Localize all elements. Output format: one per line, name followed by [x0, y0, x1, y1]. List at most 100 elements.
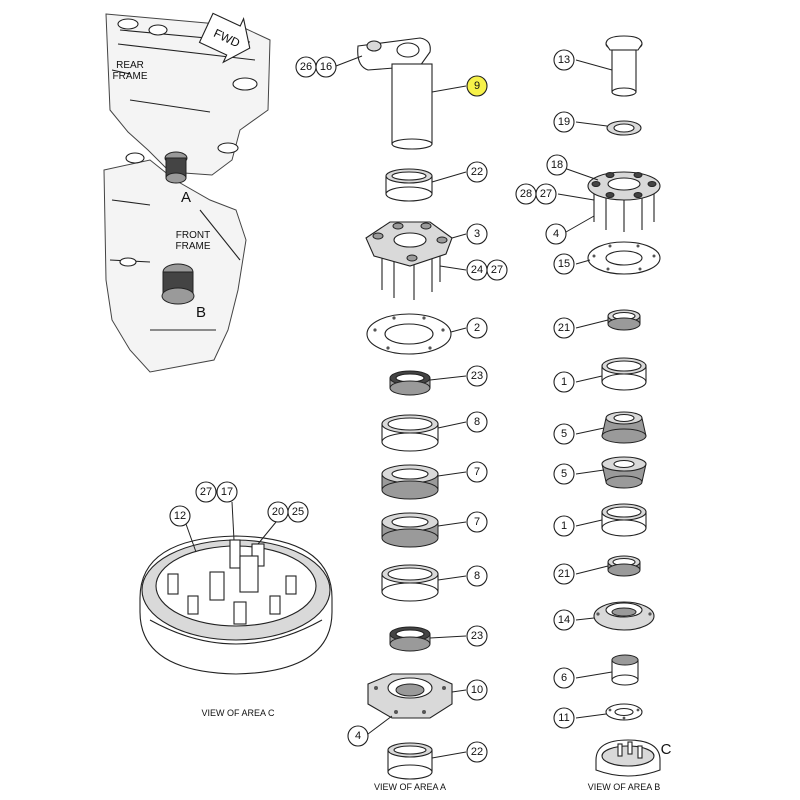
- sleeve-22-top: [385, 168, 433, 202]
- cone-5-top: [601, 411, 647, 444]
- callout-c-25: 25: [287, 501, 309, 523]
- callout-b-15: 15: [553, 253, 575, 275]
- svg-text:4: 4: [553, 228, 559, 240]
- washer-11: [605, 703, 643, 721]
- callout-b-19: 19: [553, 111, 575, 133]
- svg-text:9: 9: [474, 80, 480, 92]
- callout-b-27: 27: [535, 183, 557, 205]
- svg-text:22: 22: [471, 166, 483, 178]
- housing-10: [367, 673, 453, 719]
- bushing-6: [611, 654, 639, 686]
- retainer-3: [365, 221, 453, 300]
- svg-text:6: 6: [561, 672, 567, 684]
- svg-text:11: 11: [558, 712, 569, 724]
- callout-b-18: 18: [546, 154, 568, 176]
- callout-a-3: 3: [466, 223, 488, 245]
- callout-b-13: 13: [553, 49, 575, 71]
- seal-23-bottom: [389, 626, 431, 652]
- pivot-a-assembly: [164, 151, 188, 184]
- callout-a-8-bottom: 8: [466, 565, 488, 587]
- pin-9: [357, 37, 433, 150]
- view-area-b: [587, 35, 661, 777]
- view-area-a-label: VIEW OF AREA A: [374, 782, 446, 792]
- callout-a-23-bottom: 23: [466, 625, 488, 647]
- pin-13: [605, 35, 643, 97]
- washer-19: [606, 120, 642, 136]
- svg-text:5: 5: [561, 428, 567, 440]
- area-c-assembly: [595, 739, 661, 777]
- view-area-b-label: VIEW OF AREA B: [588, 782, 661, 792]
- callout-a-22-bottom: 22: [466, 741, 488, 763]
- cup-1-top: [601, 357, 647, 391]
- callout-b-11: 11: [553, 707, 575, 729]
- svg-text:12: 12: [174, 510, 186, 522]
- svg-text:18: 18: [551, 159, 563, 171]
- svg-text:26: 26: [300, 61, 312, 73]
- callout-a-10: 10: [466, 679, 488, 701]
- retainer-18: [587, 171, 661, 232]
- callout-c-17: 17: [216, 481, 238, 503]
- callout-b-14: 14: [553, 609, 575, 631]
- frame-overview: FWD REAR FRAME FRONT FRAME A B: [103, 12, 271, 373]
- cone-5-bottom: [601, 456, 647, 489]
- svg-text:8: 8: [474, 416, 480, 428]
- callout-b-5-top: 5: [553, 423, 575, 445]
- callout-a-26: 26: [295, 56, 317, 78]
- callout-a-7-top: 7: [466, 461, 488, 483]
- forward-direction-arrow: FWD: [198, 12, 251, 64]
- callout-a-27: 27: [486, 259, 508, 281]
- svg-text:7: 7: [474, 516, 480, 528]
- callout-a-22-top: 22: [466, 161, 488, 183]
- svg-text:17: 17: [221, 486, 233, 498]
- seal-21-bottom: [607, 555, 641, 577]
- svg-text:27: 27: [540, 188, 552, 200]
- svg-text:21: 21: [558, 568, 570, 580]
- callout-a-24: 24: [466, 259, 488, 281]
- svg-text:15: 15: [558, 258, 570, 270]
- callout-b-21-top: 21: [553, 317, 575, 339]
- svg-text:4: 4: [355, 730, 361, 742]
- svg-text:14: 14: [558, 614, 570, 626]
- callout-c-27: 27: [195, 481, 217, 503]
- callout-b-5-bottom: 5: [553, 463, 575, 485]
- view-area-a: [357, 37, 453, 780]
- callout-a-8-top: 8: [466, 411, 488, 433]
- front-frame-label-line1: FRONT: [176, 230, 210, 241]
- svg-text:25: 25: [292, 506, 304, 518]
- svg-text:5: 5: [561, 468, 567, 480]
- housing-14: [593, 601, 655, 631]
- view-area-c-label: VIEW OF AREA C: [201, 708, 275, 718]
- callout-a-23-top: 23: [466, 365, 488, 387]
- svg-text:2: 2: [474, 322, 480, 334]
- callout-a-16: 16: [315, 56, 337, 78]
- sleeve-22-bottom: [387, 742, 433, 780]
- area-c-marker: C: [661, 741, 672, 758]
- svg-text:19: 19: [558, 116, 570, 128]
- front-frame-label-line2: FRAME: [176, 241, 211, 252]
- callout-b-1-bottom: 1: [553, 515, 575, 537]
- callouts: 26 16 9 22 3 24 27 2 23 8 7 7 8 23 10 4 …: [169, 49, 575, 763]
- cone-7-bottom: [381, 512, 439, 548]
- svg-text:7: 7: [474, 466, 480, 478]
- leader-lines: [185, 55, 613, 759]
- pivot-b-assembly: [161, 263, 195, 305]
- svg-text:8: 8: [474, 570, 480, 582]
- cup-8-bottom: [381, 564, 439, 602]
- svg-text:1: 1: [561, 376, 567, 388]
- shim-2: [366, 313, 452, 355]
- svg-text:3: 3: [474, 228, 480, 240]
- callout-c-12: 12: [169, 505, 191, 527]
- callout-b-4: 4: [545, 223, 567, 245]
- callout-a-4: 4: [347, 725, 369, 747]
- svg-text:23: 23: [471, 370, 483, 382]
- cup-8-top: [381, 414, 439, 452]
- rear-frame-label-line1: REAR: [116, 60, 144, 71]
- cone-7-top: [381, 464, 439, 500]
- svg-text:27: 27: [200, 486, 212, 498]
- callout-b-6: 6: [553, 667, 575, 689]
- seal-21-top: [607, 309, 641, 331]
- callout-b-21-bottom: 21: [553, 563, 575, 585]
- seal-23-top: [389, 370, 431, 396]
- svg-text:20: 20: [272, 506, 284, 518]
